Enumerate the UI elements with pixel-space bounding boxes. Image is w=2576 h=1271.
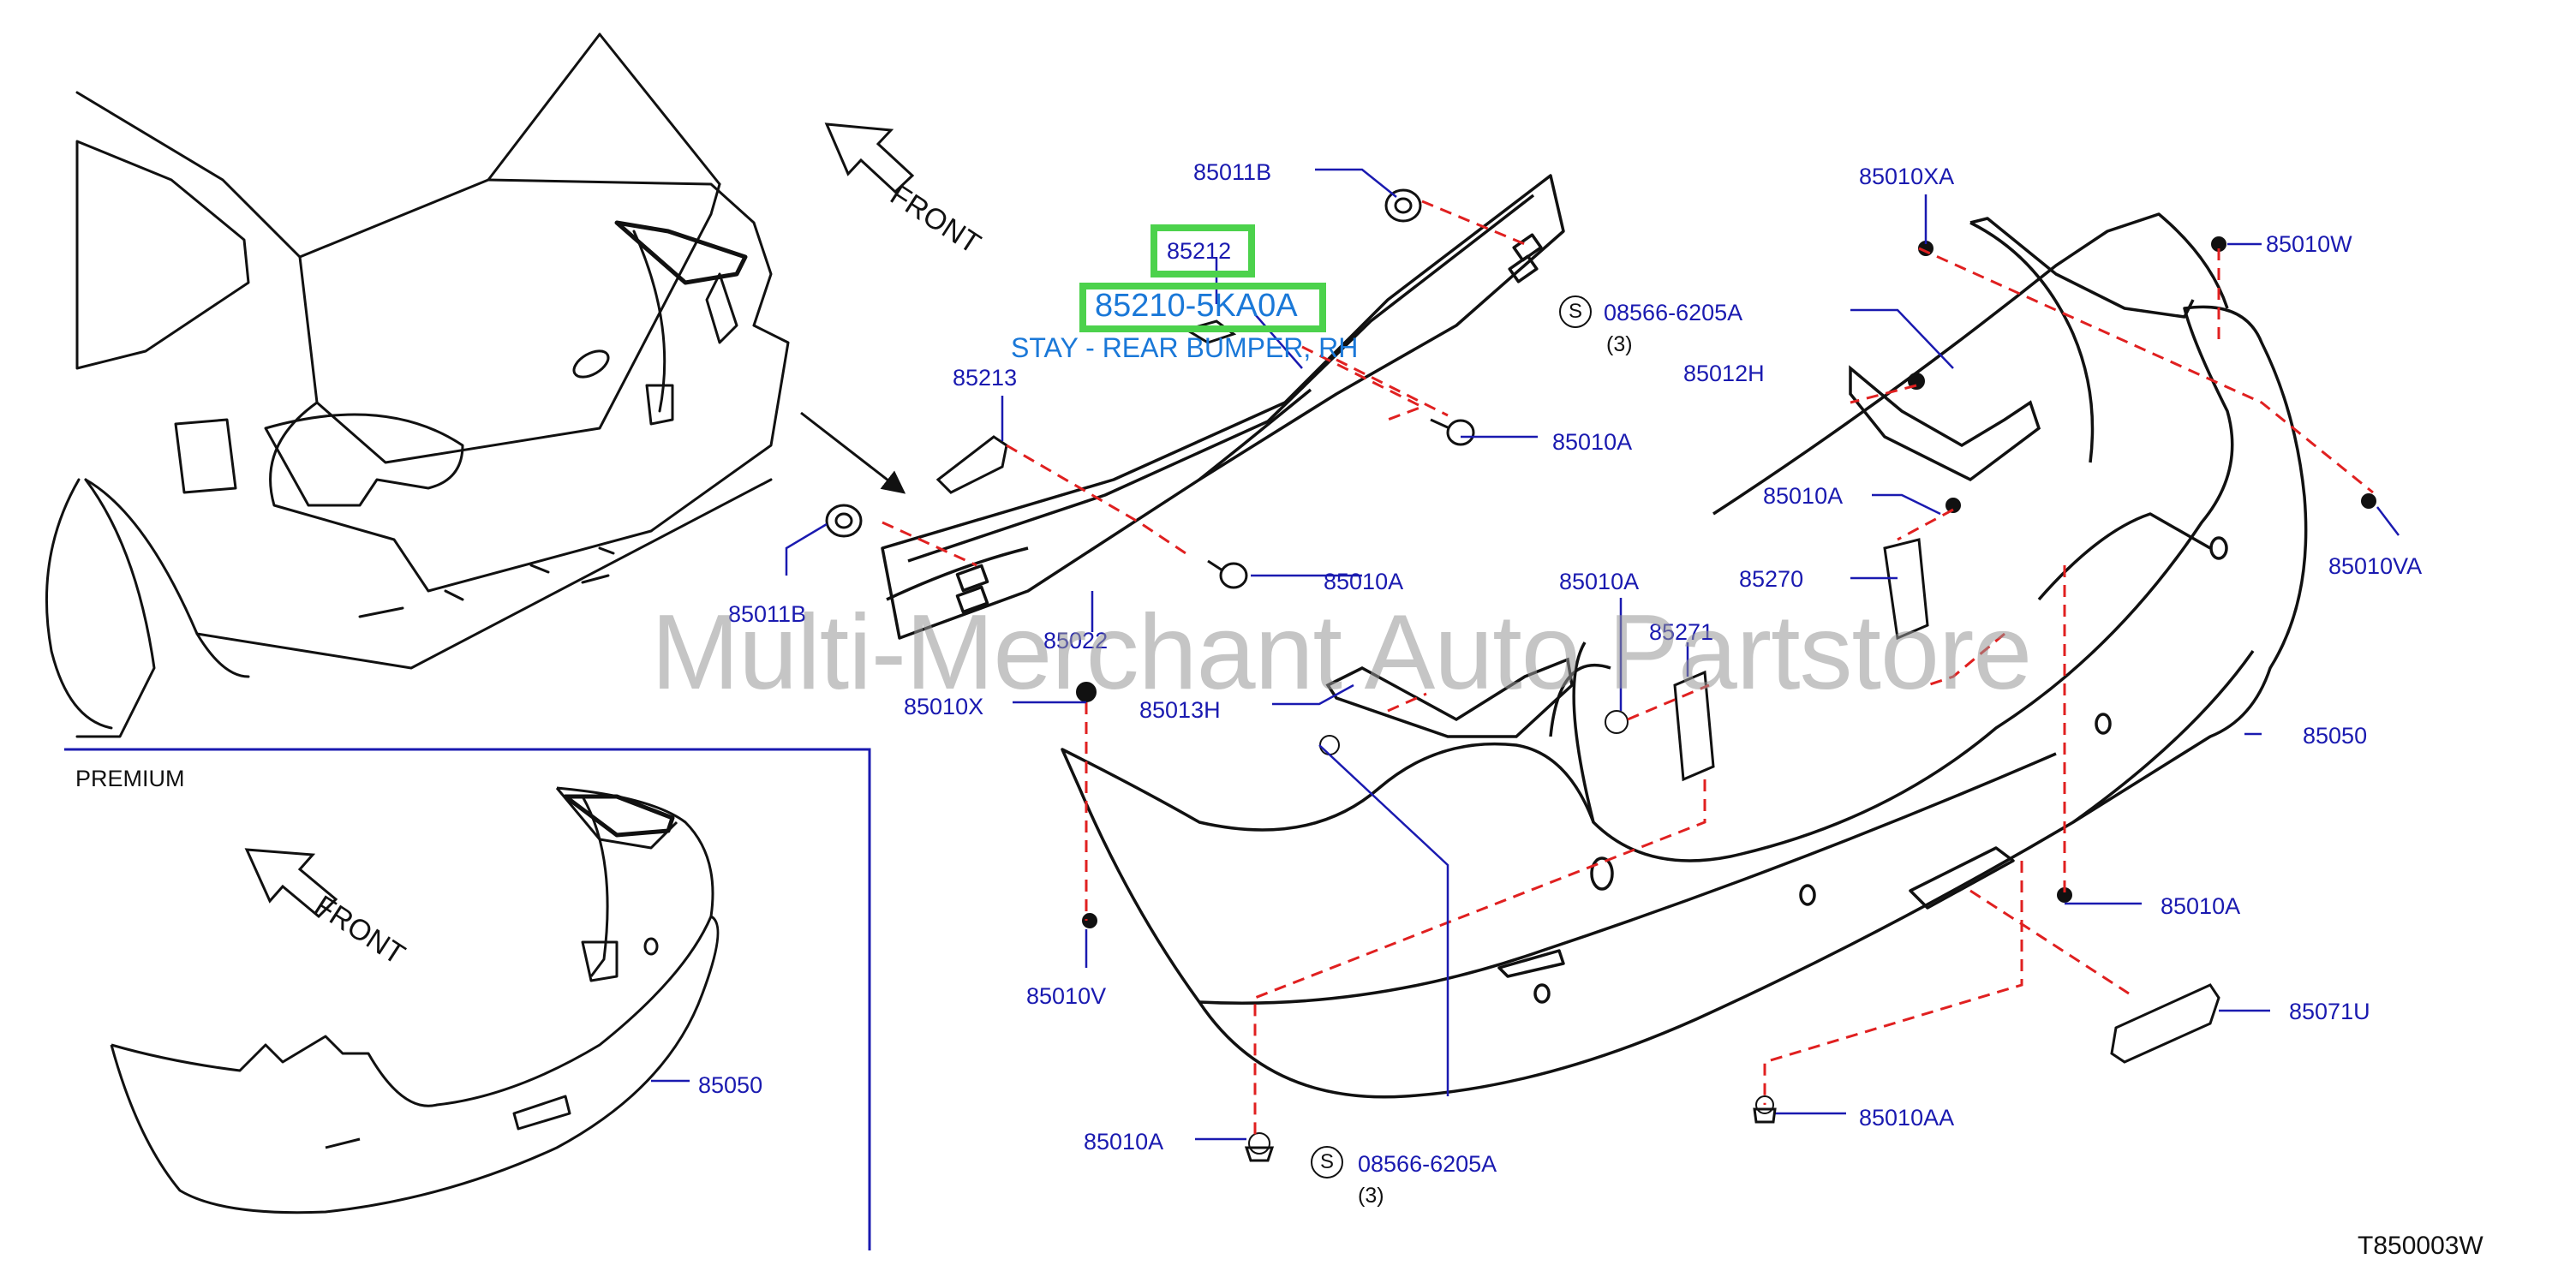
bolt-85010a-bottom: [1244, 1146, 1275, 1162]
label-85212[interactable]: 85212: [1167, 238, 1232, 264]
leader-lines: [651, 168, 2400, 1141]
bracket-85013h: [1325, 657, 1574, 738]
premium-label: PREMIUM: [75, 766, 185, 791]
nut-85011b-top: [1384, 188, 1422, 223]
label-85010a-right-lower[interactable]: 85010A: [2161, 893, 2241, 919]
label-85010xa[interactable]: 85010XA: [1859, 164, 1955, 189]
label-08566-6205a-bottom[interactable]: 08566-6205A: [1358, 1151, 1497, 1177]
s-symbol-icon: S: [1559, 295, 1592, 328]
premium-bumper-illustration: [110, 786, 720, 1214]
bracket-85213: [935, 435, 1008, 494]
label-85011b-bottom[interactable]: 85011B: [728, 601, 807, 627]
label-85213[interactable]: 85213: [953, 365, 1018, 391]
label-85271[interactable]: 85271: [1649, 619, 1714, 645]
premium-inset-border: [64, 748, 871, 1250]
stay-85210: [1183, 319, 1237, 344]
bolt-85010aa: [1753, 1107, 1777, 1124]
label-85050-main[interactable]: 85050: [2303, 723, 2368, 749]
alignment-lines: [882, 200, 2374, 1139]
qty-top: (3): [1606, 332, 1633, 356]
label-85010a-center[interactable]: 85010A: [1559, 569, 1640, 594]
label-85010v[interactable]: 85010V: [1026, 983, 1107, 1009]
reflector-85071u: [2110, 983, 2220, 1064]
s-symbol-bottom-icon: S: [1311, 1146, 1343, 1179]
label-85050-inset[interactable]: 85050: [698, 1072, 763, 1098]
bumper-reinforcement: [881, 174, 1565, 640]
label-85011b-top[interactable]: 85011B: [1193, 159, 1272, 185]
highlight-box-85212[interactable]: [1151, 224, 1255, 277]
bracket-85270: [1883, 538, 1929, 641]
diagram-code: T850003W: [2358, 1232, 2483, 1260]
label-85013h[interactable]: 85013H: [1139, 697, 1221, 723]
label-85010a-bottom[interactable]: 85010A: [1084, 1129, 1164, 1155]
bolt-85010a-upper: [1430, 418, 1475, 446]
vehicle-illustration: [45, 33, 790, 738]
label-85010w[interactable]: 85010W: [2266, 231, 2352, 257]
label-85071u[interactable]: 85071U: [2289, 999, 2370, 1024]
bracket-85012h: [1849, 365, 2041, 482]
highlight-box-85210[interactable]: [1079, 283, 1326, 332]
rear-bumper-fascia: [1061, 212, 2308, 1099]
label-85010a-beam-lower[interactable]: 85010A: [1324, 569, 1404, 594]
label-85010x[interactable]: 85010X: [904, 694, 984, 719]
watermark: Multi-Merchant Auto Partstore: [651, 594, 2032, 712]
bolt-85010a-lower: [1207, 559, 1248, 589]
label-85010a-beam-upper[interactable]: 85010A: [1552, 429, 1633, 455]
qty-bottom: (3): [1358, 1184, 1384, 1208]
label-85270[interactable]: 85270: [1739, 566, 1804, 592]
label-85210-5ka0a[interactable]: 85210-5KA0A: [1095, 288, 1298, 324]
label-08566-6205a-top[interactable]: 08566-6205A: [1604, 300, 1743, 325]
label-85012h[interactable]: 85012H: [1683, 361, 1765, 386]
label-85010va[interactable]: 85010VA: [2328, 553, 2423, 579]
front-arrow-inset-icon: [244, 848, 338, 919]
stay-description: STAY - REAR BUMPER, RH: [1011, 332, 1359, 363]
label-85010a-right-upper[interactable]: 85010A: [1763, 483, 1844, 509]
bracket-85271: [1673, 670, 1715, 782]
nut-85011b-bottom: [825, 504, 863, 538]
label-85022[interactable]: 85022: [1043, 628, 1109, 653]
front-arrow-icon: [824, 122, 915, 194]
label-85010aa[interactable]: 85010AA: [1859, 1105, 1955, 1131]
